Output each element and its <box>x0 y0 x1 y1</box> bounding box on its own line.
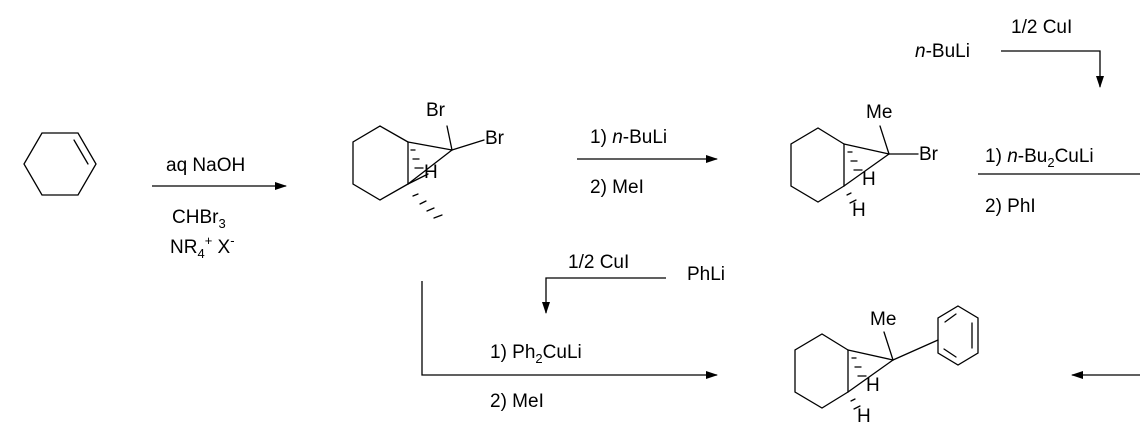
step4-reagent-phli: PhLi <box>687 264 725 285</box>
step2-reagent-1: 1) n-BuLi <box>590 127 667 148</box>
step3-reagent-2: 2) PhI <box>985 196 1036 217</box>
step3-arrow-group: n-BuLi 1/2 CuI 1) n-Bu2CuLi 2) PhI <box>915 17 1140 217</box>
phenyl-methyl-me: Me <box>870 309 896 330</box>
step4-additive-cui: 1/2 CuI <box>568 252 629 273</box>
step3-additive-cui: 1/2 CuI <box>1011 17 1072 38</box>
step2-arrow-group: 1) n-BuLi 2) MeI <box>577 127 718 198</box>
step2-reagent-2: 2) MeI <box>590 177 644 198</box>
phenyl-methyl-norcarane-structure: Me H H <box>794 305 979 423</box>
bromo-methyl-me: Me <box>866 102 892 123</box>
bromo-methyl-h2: H <box>852 200 866 221</box>
step3-cuprate-arrow <box>1001 50 1104 88</box>
step1-reagent-below-2: NR4+ X- <box>170 233 235 261</box>
step4-main-arrow <box>421 281 718 379</box>
dibromide-br-right: Br <box>485 128 505 149</box>
bromo-methyl-norcarane-structure: Me Br H H <box>790 102 939 221</box>
step4-reagent-2: 2) MeI <box>490 391 544 412</box>
phenyl-methyl-h2: H <box>857 406 871 423</box>
dibromide-h: H <box>424 162 438 183</box>
step4-arrow-group: 1/2 CuI PhLi 1) Ph2CuLi 2) MeI <box>421 252 725 412</box>
step3-reagent-buli: n-BuLi <box>915 41 970 62</box>
step1-reagent-above: aq NaOH <box>166 155 245 176</box>
cyclohexene-structure <box>23 132 97 196</box>
step1-reagent-below-1: CHBr3 <box>172 207 226 231</box>
phenyl-methyl-h1: H <box>866 375 880 396</box>
bromo-methyl-h1: H <box>862 169 876 190</box>
step1-arrow-group: aq NaOH CHBr3 NR4+ X- <box>152 155 287 261</box>
step3-reagent-1: 1) n-Bu2CuLi <box>985 146 1094 170</box>
bromo-methyl-br: Br <box>919 144 939 165</box>
step4-cuprate-arrow <box>542 277 666 314</box>
step4-reagent-1: 1) Ph2CuLi <box>490 342 582 366</box>
dibromonorcarane-structure: Br Br H <box>352 100 505 219</box>
dibromide-br-top: Br <box>426 100 446 121</box>
